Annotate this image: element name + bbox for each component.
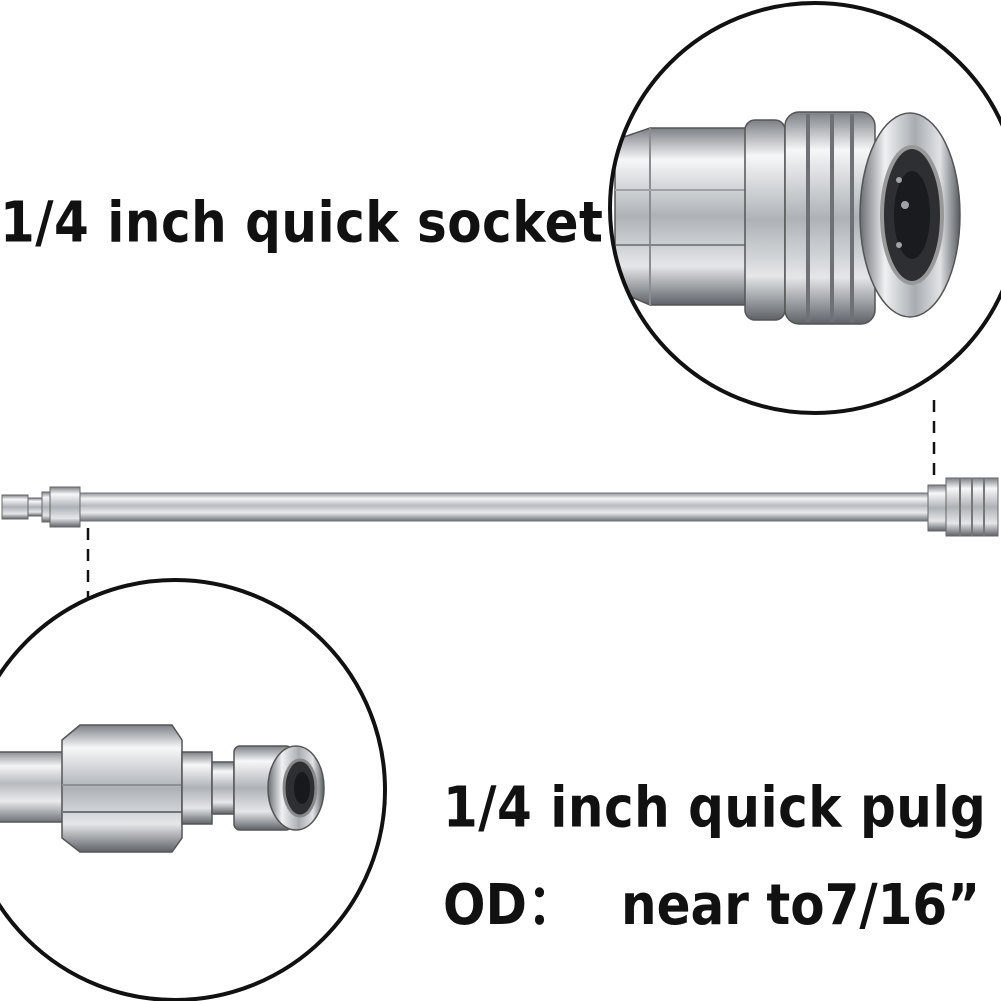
socket-zoom-border [608,1,1001,415]
od-value: near to7/16” [621,872,981,938]
od-label: OD： [443,872,578,938]
plug-label: 1/4 inch quick pulg [443,775,987,840]
socket-label: 1/4 inch quick socket [0,190,604,255]
plug-zoom-border [0,578,387,1001]
wand-socket-end [927,477,999,537]
plug-zoom-view [0,580,385,1000]
socket-zoom-view [610,3,1001,413]
wand-plug-end [1,486,81,528]
wand-rod [77,492,934,522]
od-spec: OD： near to7/16” [443,860,980,941]
